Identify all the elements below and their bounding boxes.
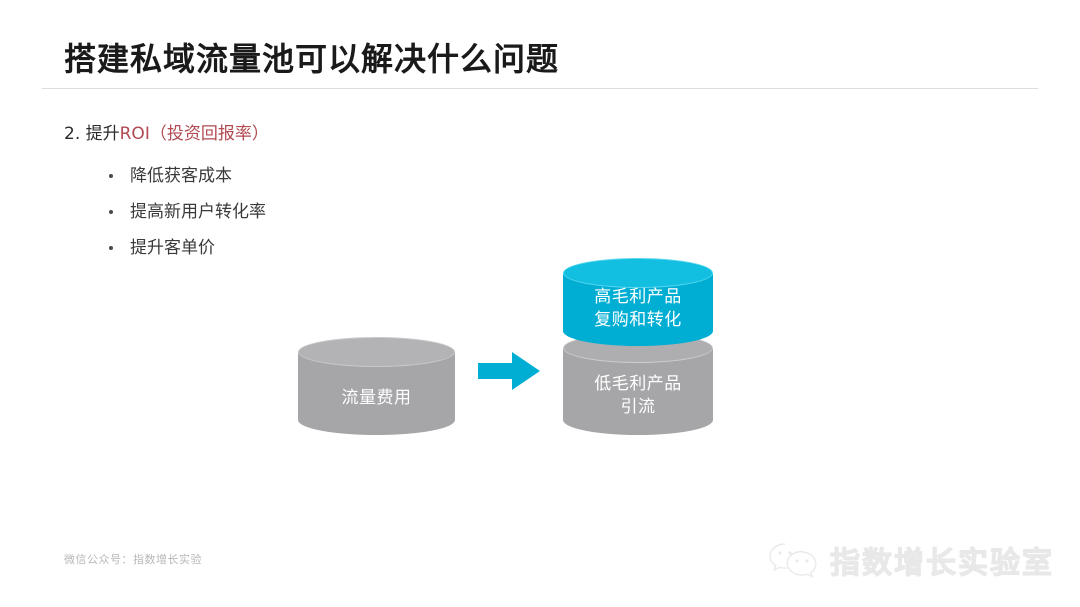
section-heading: 2. 提升ROI（投资回报率） [64, 122, 269, 146]
cylinder-label: 高毛利产品 复购和转化 [594, 287, 682, 330]
cylinder-label: 流量费用 [341, 388, 412, 408]
page-title: 搭建私域流量池可以解决什么问题 [64, 40, 560, 78]
cylinder-body [563, 348, 713, 420]
section-heading-accent: ROI（投资回报率） [119, 124, 269, 144]
cylinder-cap [298, 337, 455, 367]
list-item-label: 提升客单价 [130, 238, 215, 258]
cylinder-base [298, 405, 455, 435]
arrow-right-icon [478, 352, 540, 390]
list-item-label: 提高新用户转化率 [130, 202, 266, 222]
cylinder-low-margin: 低毛利产品 引流 [563, 333, 713, 435]
watermark-label: 指数增长实验室 [830, 546, 1054, 582]
section-heading-prefix: 2. 提升 [64, 124, 120, 144]
bullet-list: 降低获客成本 提高新用户转化率 提升客单价 [104, 158, 266, 266]
cylinder-body [563, 273, 713, 331]
list-item: 提升客单价 [104, 230, 266, 266]
title-divider [42, 88, 1038, 89]
cylinder-cap [563, 333, 713, 363]
list-item-label: 降低获客成本 [130, 166, 232, 186]
bullet-dot-icon [109, 174, 113, 178]
cylinder-base [563, 316, 713, 346]
list-item: 降低获客成本 [104, 158, 266, 194]
bullet-dot-icon [109, 246, 113, 250]
footer-credit: 微信公众号：指数增长实验 [64, 553, 202, 566]
bullet-dot-icon [109, 210, 113, 214]
cylinder-traffic-cost: 流量费用 [298, 337, 455, 435]
wechat-logo-icon [769, 543, 817, 579]
cylinder-body [298, 352, 455, 420]
cylinder-cap [563, 258, 713, 288]
cylinder-label: 低毛利产品 引流 [594, 374, 682, 417]
watermark: 指数增长实验室 [768, 532, 1054, 588]
cylinder-base [563, 405, 713, 435]
list-item: 提高新用户转化率 [104, 194, 266, 230]
cylinder-high-margin: 高毛利产品 复购和转化 [563, 258, 713, 346]
